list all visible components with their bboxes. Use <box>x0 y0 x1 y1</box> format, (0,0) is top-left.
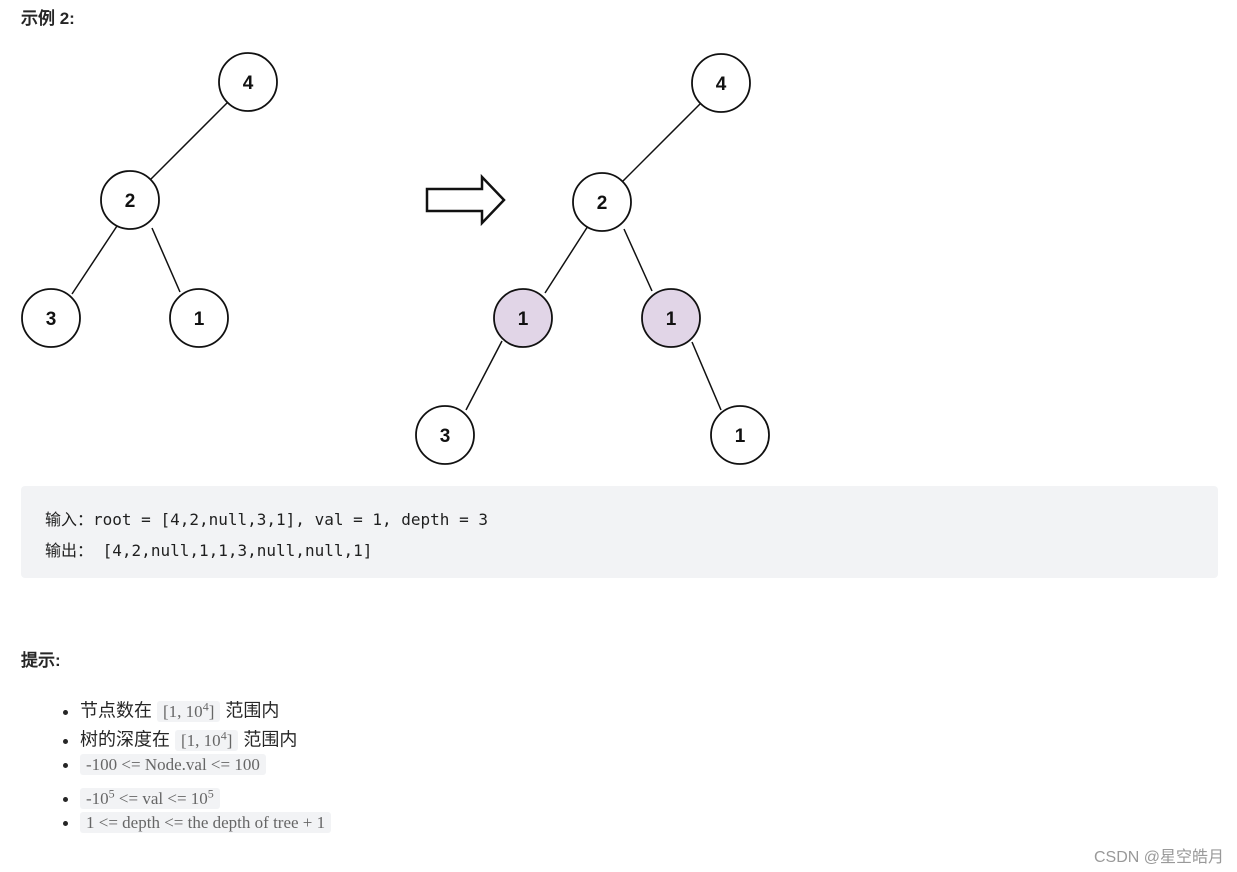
node-value: 4 <box>716 74 727 95</box>
output-tree: 4 2 1 1 3 1 <box>415 53 770 465</box>
tree-node: 2 <box>572 172 632 232</box>
node-value: 3 <box>46 309 57 330</box>
node-value: 1 <box>194 309 205 330</box>
tree-node: 1 <box>710 405 770 465</box>
tree-node: 2 <box>100 170 160 230</box>
node-value: 4 <box>243 73 254 94</box>
edge-n2-n1 <box>151 227 181 293</box>
example-code-block: 输入：root = [4,2,null,3,1], val = 1, depth… <box>21 486 1218 578</box>
node-value: 3 <box>440 426 451 447</box>
tree-node-highlighted: 1 <box>641 288 701 348</box>
hint-text: 树的深度在 <box>80 729 176 750</box>
list-item: 树的深度在 [1, 104] 范围内 <box>80 721 331 751</box>
edge-m1b-m1c <box>691 341 722 411</box>
tree-node: 3 <box>21 288 81 348</box>
list-item: -105 <= val <= 105 <box>80 779 331 809</box>
example-heading: 示例 2: <box>21 9 75 28</box>
node-value: 1 <box>518 309 529 330</box>
hints-list: 节点数在 [1, 104] 范围内 树的深度在 [1, 104] 范围内 -10… <box>60 692 332 837</box>
list-item: 1 <= depth <= the depth of tree + 1 <box>80 808 332 837</box>
edge-m2-m1b <box>623 228 653 292</box>
input-label: 输入： <box>45 510 94 529</box>
input-tree: 4 2 3 1 <box>21 52 278 348</box>
tree-node: 1 <box>169 288 229 348</box>
hints-heading: 提示: <box>21 651 61 670</box>
node-value: 2 <box>125 191 136 212</box>
hint-text: 范围内 <box>238 729 298 750</box>
edge-n4-n2 <box>149 101 229 181</box>
node-value: 1 <box>735 426 746 447</box>
node-value: 1 <box>666 309 677 330</box>
inline-code: [1, 104] <box>157 699 221 722</box>
inline-code: -105 <= val <= 105 <box>80 786 220 809</box>
list-item: -100 <= Node.val <= 100 <box>80 750 331 779</box>
output-line: 输出： [4,2,null,1,1,3,null,null,1] <box>45 535 1194 566</box>
node-value: 2 <box>597 193 608 214</box>
edge-m1a-m3 <box>465 340 503 411</box>
input-line: 输入：root = [4,2,null,3,1], val = 1, depth… <box>45 504 1194 535</box>
output-value: [4,2,null,1,1,3,null,null,1] <box>93 541 373 560</box>
tree-diagram: 4 2 3 1 4 2 1 <box>21 52 770 465</box>
hint-text: 节点数在 <box>80 700 158 721</box>
tree-node: 4 <box>691 53 751 113</box>
edge-n2-n3 <box>71 225 118 295</box>
list-item: 节点数在 [1, 104] 范围内 <box>80 692 331 722</box>
tree-node-highlighted: 1 <box>493 288 553 348</box>
hint-text: 范围内 <box>220 700 280 721</box>
edge-m2-m1a <box>544 225 589 294</box>
output-label: 输出： <box>45 541 94 560</box>
watermark: CSDN @星空皓月 <box>1093 849 1224 866</box>
edge-m4-m2 <box>621 102 702 183</box>
right-arrow-outline-icon <box>425 173 506 227</box>
tree-node: 3 <box>415 405 475 465</box>
inline-code: -100 <= Node.val <= 100 <box>80 754 266 775</box>
input-value: root = [4,2,null,3,1], val = 1, depth = … <box>93 510 488 529</box>
inline-code: 1 <= depth <= the depth of tree + 1 <box>80 812 332 833</box>
inline-code: [1, 104] <box>175 728 239 751</box>
tree-node: 4 <box>218 52 278 112</box>
